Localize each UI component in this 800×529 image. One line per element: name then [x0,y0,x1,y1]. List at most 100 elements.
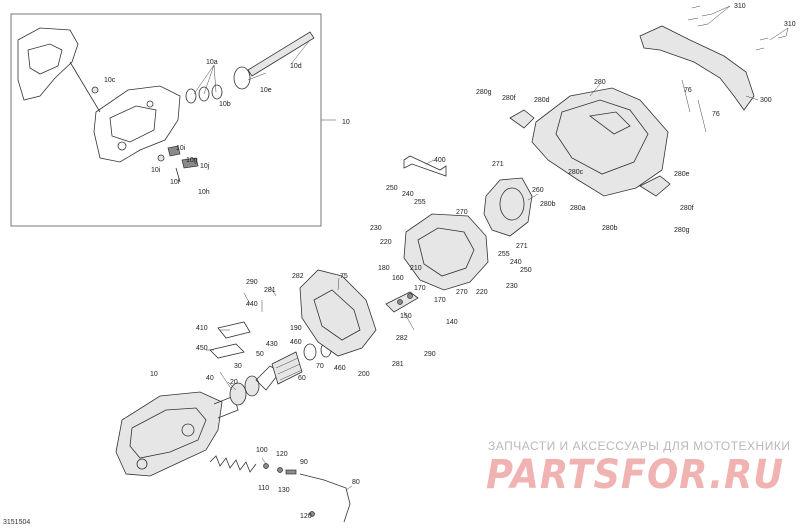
callout-271-b: 271 [516,243,528,250]
callout-280e: 280e [674,171,690,178]
callout-250-a: 250 [386,185,398,192]
cover-280-drawing [531,87,669,197]
callout-281-b: 281 [392,361,404,368]
part-280d-drawing [509,109,535,129]
plate-210-drawing [403,213,489,291]
bracket-300-drawing [639,25,755,111]
callout-250-b: 250 [520,267,532,274]
callout-120-a: 120 [276,451,288,458]
callout-10a: 10a [206,59,218,66]
callout-240-b: 240 [510,259,522,266]
callout-30: 30 [234,363,242,370]
inset-housing-drawing [17,27,181,163]
callout-110: 110 [258,485,269,492]
callout-240-a: 240 [402,191,414,198]
callout-75: 75 [340,273,348,280]
bolts-310 [687,5,787,51]
callout-280g-a: 280g [476,89,492,96]
callout-290-a: 290 [246,279,258,286]
callout-280c: 280c [568,169,584,176]
callout-460-b: 460 [334,365,346,372]
callout-150: 150 [400,313,412,320]
callout-200: 200 [358,371,370,378]
callout-460-a: 460 [290,339,302,346]
callout-10g: 10g [186,157,198,164]
callout-290-b: 290 [424,351,436,358]
assembly-10-inset-frame [10,13,322,227]
callout-260: 260 [532,187,544,194]
callout-50: 50 [256,351,264,358]
callout-280a: 280a [570,205,586,212]
callout-410: 410 [196,325,208,332]
callout-10i: 10i [176,145,186,152]
callout-270-a: 270 [456,209,468,216]
small-fasteners [263,463,315,517]
callout-280d: 280d [534,97,550,104]
callout-280f-a: 280f [502,95,516,102]
callout-76-b: 76 [712,111,720,118]
callout-120-b: 120 [300,513,312,520]
callout-10b: 10b [219,101,231,108]
callout-280f-b: 280f [680,205,694,212]
callout-40: 40 [206,375,214,382]
part-280e-drawing [639,175,671,197]
drive-coupling-parts [229,342,332,406]
callout-80: 80 [352,479,360,486]
callout-130: 130 [278,487,290,494]
spring-100-drawing [209,455,257,473]
callout-300: 300 [760,97,772,104]
callout-10i-b: 10i [151,167,161,174]
callout-310-a: 310 [734,3,746,10]
bolts-76 [681,79,707,133]
callout-210: 210 [410,265,422,272]
callout-10d: 10d [290,63,302,70]
housing-260-drawing [483,177,533,237]
callout-10c: 10c [104,77,116,84]
callout-281-a: 281 [264,287,276,294]
callout-160: 160 [392,275,404,282]
callout-430: 430 [266,341,278,348]
callout-255-b: 255 [498,251,510,258]
callout-280g-b: 280g [674,227,690,234]
callout-10j: 10j [200,163,210,170]
callout-440: 440 [246,301,258,308]
cable-80-drawing [299,473,351,523]
callout-labels: 10c 10a 10b 10e 10d 10 10i 10g 10j 10i 1… [104,3,796,520]
callout-100: 100 [256,447,268,454]
callout-282-b: 282 [396,335,408,342]
callout-170-b: 170 [434,297,446,304]
bracket-450-drawing [209,343,245,359]
mounting-plate-75-drawing [299,269,377,357]
watermark-logo: PARTSFOR.RU [486,452,784,498]
callout-10-main: 10 [150,371,158,378]
callout-10h: 10h [198,189,210,196]
callout-280: 280 [594,79,606,86]
callout-76-a: 76 [684,87,692,94]
callout-270-b: 270 [456,289,468,296]
callout-140: 140 [446,319,458,326]
callout-90: 90 [300,459,308,466]
callout-170-a: 170 [414,285,426,292]
leader-lines [193,5,789,491]
callout-280b-b: 280b [602,225,618,232]
bracket-410-drawing [217,321,251,339]
callout-180: 180 [378,265,390,272]
callout-20: 20 [230,379,238,386]
callout-271-a: 271 [492,161,504,168]
bracket-400-drawing [403,155,447,177]
callout-10-assembly: 10 [342,119,350,126]
callout-230-a: 230 [370,225,382,232]
callout-230-b: 230 [506,283,518,290]
callout-220-b: 220 [476,289,488,296]
callout-220-a: 220 [380,239,392,246]
callout-450: 450 [196,345,208,352]
watermark-caption: ЗАПЧАСТИ И АКСЕССУАРЫ ДЛЯ МОТОТЕХНИКИ [488,439,790,453]
inset-small-parts [91,31,315,183]
callout-70: 70 [316,363,324,370]
callout-282-a: 282 [292,273,304,280]
callout-255-a: 255 [414,199,426,206]
callout-10e: 10e [260,87,272,94]
callout-190: 190 [290,325,302,332]
callout-280b-a: 280b [540,201,556,208]
